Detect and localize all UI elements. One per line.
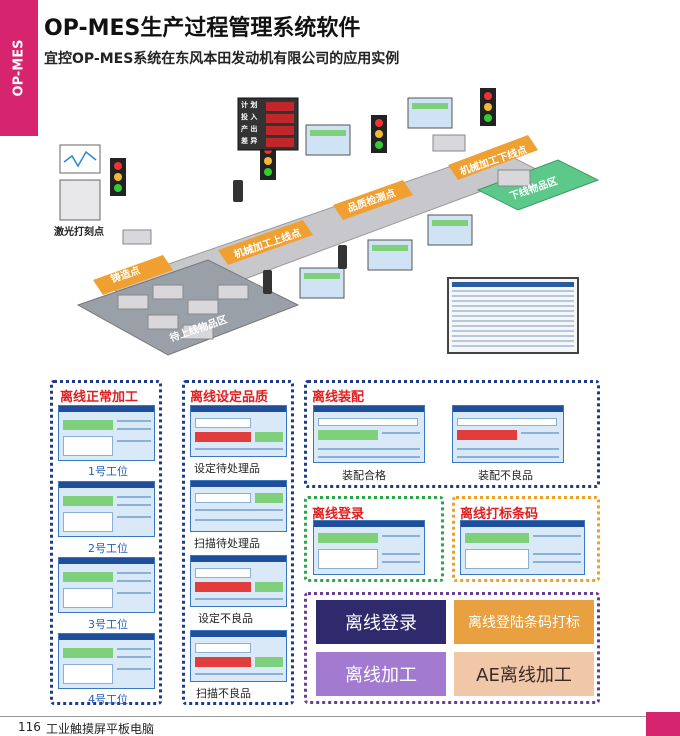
handheld-terminal — [263, 270, 272, 294]
screen-set-defect — [190, 555, 287, 607]
group-barcode — [452, 496, 600, 582]
touch-panel — [299, 267, 345, 299]
counter-output-label: 产 出 — [241, 125, 258, 133]
banner-machining-online — [218, 220, 313, 265]
offline-login-button[interactable]: 离线登录 — [316, 600, 446, 644]
touch-panel — [367, 239, 413, 271]
screen-station-1 — [58, 405, 155, 461]
ae-process-button[interactable]: AE离线加工 — [454, 652, 594, 696]
touch-panel — [305, 124, 351, 156]
page-title: OP-MES生产过程管理系统软件 — [44, 16, 361, 41]
barcode-print-button[interactable]: 离线登陆条码打标 — [454, 600, 594, 644]
screen-station-2 — [58, 481, 155, 537]
caption-scan-pending: 扫描待处理品 — [194, 537, 260, 550]
engine-block — [187, 299, 219, 315]
screen-assembly-ok — [313, 405, 425, 463]
group-login — [304, 496, 444, 582]
group-quality — [182, 380, 294, 705]
traffic-light-3 — [371, 115, 387, 153]
laser-station — [59, 179, 101, 221]
caption-station-2: 2号工位 — [88, 542, 128, 555]
caption-assembly-ok: 装配合格 — [342, 469, 386, 482]
counter-input-label: 投 入 — [241, 113, 258, 121]
caption-scan-defect: 扫描不良品 — [196, 687, 251, 700]
engine-block — [497, 169, 531, 187]
caption-set-defect: 设定不良品 — [198, 612, 253, 625]
traffic-light-2 — [260, 142, 276, 180]
screen-assembly-ng — [452, 405, 564, 463]
caption-station-1: 1号工位 — [88, 465, 128, 478]
group-login-title: 离线登录 — [312, 507, 365, 522]
side-tab: OP-MES — [0, 0, 38, 136]
screen-scan-pending — [190, 480, 287, 532]
engine-block — [122, 229, 152, 245]
screen-station-3 — [58, 557, 155, 613]
caption-station-4: 4号工位 — [88, 693, 128, 706]
page-subtitle: 宜控OP-MES系统在东风本田发动机有限公司的应用实例 — [44, 51, 400, 67]
counter-diff-label: 差 异 — [241, 137, 258, 145]
group-normal-title: 离线正常加工 — [60, 390, 139, 405]
offline-store-area — [476, 159, 600, 211]
handheld-terminal — [338, 245, 347, 269]
footer-text: 工业触摸屏平板电脑 — [46, 722, 155, 736]
traffic-light-1 — [110, 158, 126, 196]
engine-block — [117, 294, 149, 310]
production-line-illustration: 激光打刻点 铸造点 机械加工上线点 品质检测点 机械加工下线点 下线物品区 待上… — [38, 80, 638, 370]
banner-machining-offline — [448, 135, 538, 180]
caption-assembly-ng: 装配不良品 — [478, 469, 533, 482]
screen-station-4 — [58, 633, 155, 689]
group-assembly — [304, 380, 600, 488]
traffic-light-4 — [480, 88, 496, 126]
screen-set-pending — [190, 405, 287, 457]
caption-station-3: 3号工位 — [88, 618, 128, 631]
group-barcode-title: 离线打标条码 — [460, 507, 539, 522]
footer-accent-block — [646, 712, 680, 736]
group-quality-title: 离线设定品质 — [190, 390, 269, 405]
engine-block — [147, 314, 179, 330]
engine-block — [182, 324, 214, 340]
page-number: 116 — [18, 720, 41, 734]
touch-panel — [407, 97, 453, 129]
touch-panel — [427, 214, 473, 246]
counter-plan-label: 计 划 — [241, 101, 258, 109]
laser-monitor — [59, 144, 101, 174]
side-tab-label: OP-MES — [11, 39, 27, 97]
group-normal-process — [50, 380, 162, 705]
scanner — [233, 180, 243, 202]
screen-scan-defect — [190, 630, 287, 682]
banner-casting — [93, 255, 173, 295]
laser-label: 激光打刻点 — [52, 223, 106, 238]
engine-block — [432, 134, 466, 152]
production-line-drawing — [59, 88, 600, 356]
footer-divider — [0, 716, 680, 717]
caption-set-pending: 设定待处理品 — [194, 462, 260, 475]
group-assembly-title: 离线装配 — [312, 390, 365, 405]
offline-process-button[interactable]: 离线加工 — [316, 652, 446, 696]
screen-barcode — [460, 520, 585, 575]
screen-login — [313, 520, 425, 575]
engine-block — [217, 284, 249, 300]
engine-block — [152, 284, 184, 300]
group-menu-buttons — [304, 592, 600, 704]
banner-quality — [333, 180, 413, 220]
